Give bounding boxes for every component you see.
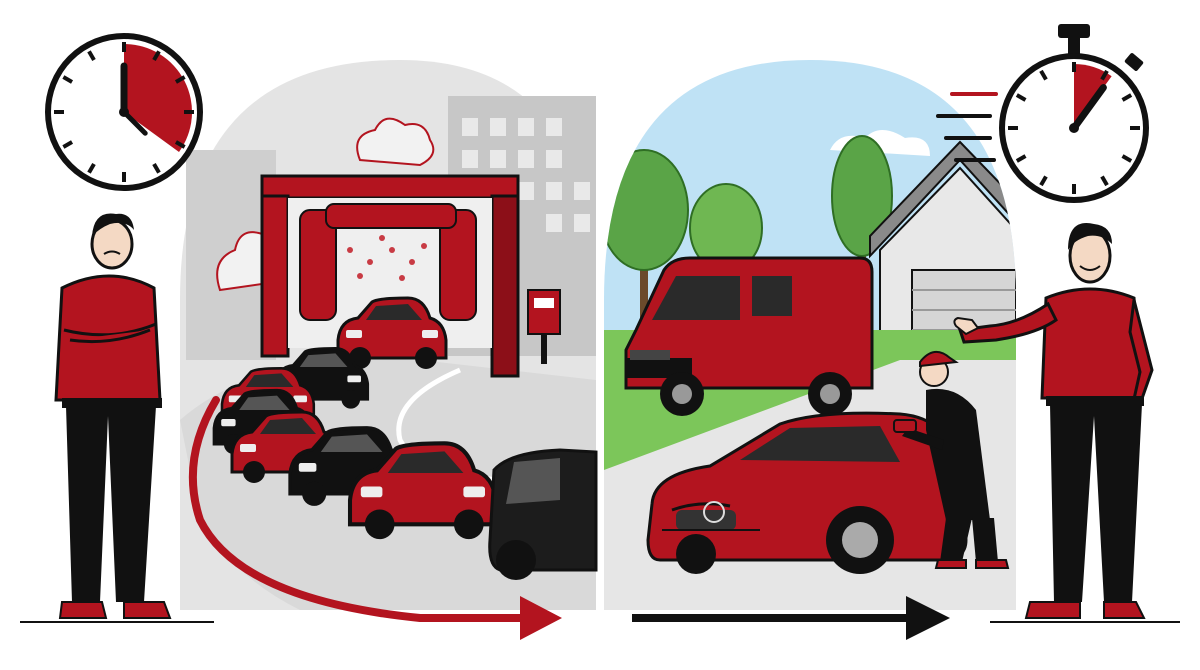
clock-tick (87, 50, 96, 62)
clock-tick (174, 75, 186, 84)
clock-tick (62, 140, 74, 149)
clock-tick (152, 162, 161, 174)
detailer-worker-icon (893, 351, 1010, 569)
left-panel (20, 33, 598, 640)
stopwatch-stem (1068, 36, 1080, 54)
analog-clock-icon (45, 33, 203, 191)
clock-tick (152, 50, 161, 62)
speed-lines (936, 92, 998, 162)
stopwatch-icon (999, 24, 1149, 203)
clock-tick (1015, 93, 1027, 102)
queued-car-large (488, 448, 598, 580)
clock-tick (174, 140, 186, 149)
queued-car (336, 296, 448, 369)
frustrated-man (54, 213, 172, 619)
fast-path-arrow (632, 596, 950, 640)
queued-car (347, 441, 498, 540)
clock-tick (62, 75, 74, 84)
clock-tick (1039, 175, 1048, 187)
clock-tick (1121, 93, 1133, 102)
clock-pin (119, 107, 129, 117)
clock-tick (87, 162, 96, 174)
car-wash-tunnel-icon (260, 174, 520, 378)
clock-tick (1015, 154, 1027, 163)
clock-tick (1039, 69, 1048, 81)
clock-pin (1069, 123, 1079, 133)
clock-tick (1100, 69, 1109, 81)
happy-man (953, 223, 1154, 619)
clock-tick (1121, 154, 1133, 163)
elapsed-wedge (124, 44, 192, 152)
delivery-van-icon (624, 256, 874, 416)
stopwatch-crown (1058, 24, 1090, 38)
clock-tick (1100, 175, 1109, 187)
clock-hand (1070, 84, 1107, 132)
car-queue (212, 296, 598, 580)
right-panel (604, 24, 1180, 640)
pay-kiosk-icon (527, 289, 561, 364)
stopwatch-button (1124, 53, 1144, 71)
slow-path-arrow (188, 396, 562, 640)
sedan-car-icon (646, 411, 968, 574)
